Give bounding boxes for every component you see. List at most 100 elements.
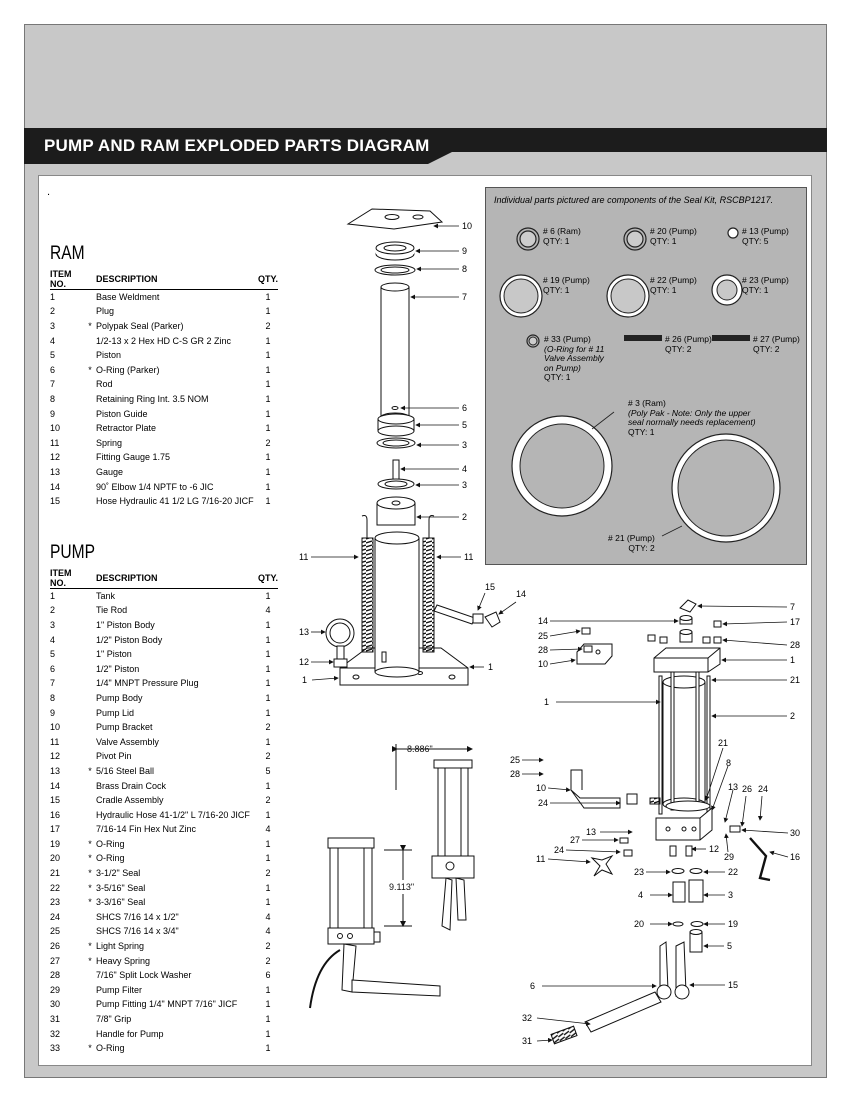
seal-kit-mark xyxy=(84,691,96,706)
description-cell: O-Ring xyxy=(96,1043,125,1054)
item-no-cell: 15 xyxy=(50,496,61,507)
seal-kit-mark xyxy=(84,479,96,494)
item-no-cell: 5 xyxy=(50,649,56,660)
seal-kit-mark xyxy=(84,807,96,822)
seal-kit-illustrations xyxy=(499,227,781,543)
qty-cell: 1 xyxy=(265,306,271,317)
qty-cell: 1 xyxy=(265,496,271,507)
item-no-cell: 17 xyxy=(50,824,61,835)
seal-kit-mark xyxy=(84,377,96,392)
seal-kit-mark: * xyxy=(88,882,92,893)
seal-kit-panel: Individual parts pictured are components… xyxy=(485,187,807,565)
description-cell: 1/2" Piston Body xyxy=(96,634,163,645)
seal-kit-mark: * xyxy=(88,1043,92,1054)
item-no-cell: 11 xyxy=(50,736,60,747)
item-no-cell: 7 xyxy=(50,379,56,390)
item-no-cell: 8 xyxy=(50,692,56,703)
seal-kit-mark xyxy=(84,720,96,735)
description-cell: O-Ring xyxy=(96,838,125,849)
item-no-cell: 33 xyxy=(50,1043,61,1054)
seal-kit-mark: * xyxy=(88,941,92,952)
description-cell: Handle for Pump xyxy=(96,1028,164,1039)
seal-23-icon xyxy=(711,274,743,306)
description-cell: 3-1/2" Seal xyxy=(96,868,141,879)
description-cell: 7/16-14 Fin Hex Nut Zinc xyxy=(96,824,197,835)
qty-cell: 1 xyxy=(265,736,271,747)
description-cell: Rod xyxy=(96,379,113,390)
seal-kit-mark xyxy=(84,348,96,363)
qty-cell: 4 xyxy=(265,926,271,937)
seal-label-13: # 13 (Pump)QTY: 5 xyxy=(742,226,789,246)
qty-cell: 1 xyxy=(265,1014,271,1025)
item-no-cell: 9 xyxy=(50,408,56,419)
steel-ball-13-icon xyxy=(727,227,739,239)
header-item-no: ITEM NO. xyxy=(50,568,84,589)
seal-kit-mark xyxy=(84,793,96,808)
description-cell: Spring xyxy=(96,437,123,448)
item-no-cell: 3 xyxy=(50,320,56,331)
description-cell: 1/2-13 x 2 Hex HD C-S GR 2 Zinc xyxy=(96,335,232,346)
seal-label-27: # 27 (Pump)QTY: 2 xyxy=(753,334,800,354)
item-no-cell: 12 xyxy=(50,751,61,762)
item-no-cell: 19 xyxy=(50,838,61,849)
inner-mark: . xyxy=(47,186,51,198)
qty-cell: 1 xyxy=(265,897,271,908)
item-no-cell: 3 xyxy=(50,619,56,630)
qty-cell: 4 xyxy=(265,911,271,922)
qty-cell: 1 xyxy=(265,350,271,361)
qty-cell: 1 xyxy=(265,452,271,463)
seal-kit-mark xyxy=(84,676,96,691)
description-cell: Hose Hydraulic 41 1/2 LG 7/16-20 JICF xyxy=(96,496,254,507)
qty-cell: 5 xyxy=(265,765,271,776)
qty-cell: 1 xyxy=(265,634,271,645)
section-banner: PUMP AND RAM EXPLODED PARTS DIAGRAM xyxy=(24,128,827,164)
item-no-cell: 2 xyxy=(50,605,56,616)
item-no-cell: 10 xyxy=(50,722,61,733)
seal-kit-mark xyxy=(84,392,96,407)
description-cell: Light Spring xyxy=(96,941,145,952)
qty-cell: 1 xyxy=(265,481,271,492)
qty-cell: 1 xyxy=(265,393,271,404)
qty-cell: 1 xyxy=(265,466,271,477)
o-ring-6-icon xyxy=(516,227,540,251)
description-cell: Brass Drain Cock xyxy=(96,780,167,791)
seal-kit-mark xyxy=(84,618,96,633)
qty-cell: 1 xyxy=(265,809,271,820)
seal-kit-mark xyxy=(84,450,96,465)
qty-cell: 1 xyxy=(265,838,271,849)
qty-cell: 1 xyxy=(265,591,271,602)
item-no-cell: 15 xyxy=(50,795,61,806)
header-description: DESCRIPTION xyxy=(96,269,258,290)
item-no-cell: 28 xyxy=(50,970,61,981)
description-cell: 7/8" Grip xyxy=(96,1014,132,1025)
description-cell: 5/16 Steel Ball xyxy=(96,765,155,776)
seal-label-23: # 23 (Pump)QTY: 1 xyxy=(742,275,789,295)
header-qty: QTY. xyxy=(258,269,279,290)
seal-kit-mark: * xyxy=(88,765,92,776)
o-ring-20-icon xyxy=(623,227,647,251)
qty-cell: 2 xyxy=(265,955,271,966)
item-no-cell: 9 xyxy=(50,707,56,718)
seal-kit-mark xyxy=(84,734,96,749)
seal-label-6: # 6 (Ram)QTY: 1 xyxy=(543,226,581,246)
header-star xyxy=(84,269,96,290)
description-cell: 1" Piston xyxy=(96,649,132,660)
description-cell: Pump Fitting 1/4" MNPT 7/16" JICF xyxy=(96,999,238,1010)
ram-title: RAM xyxy=(50,243,85,264)
description-cell: 1/2" Piston xyxy=(96,663,140,674)
